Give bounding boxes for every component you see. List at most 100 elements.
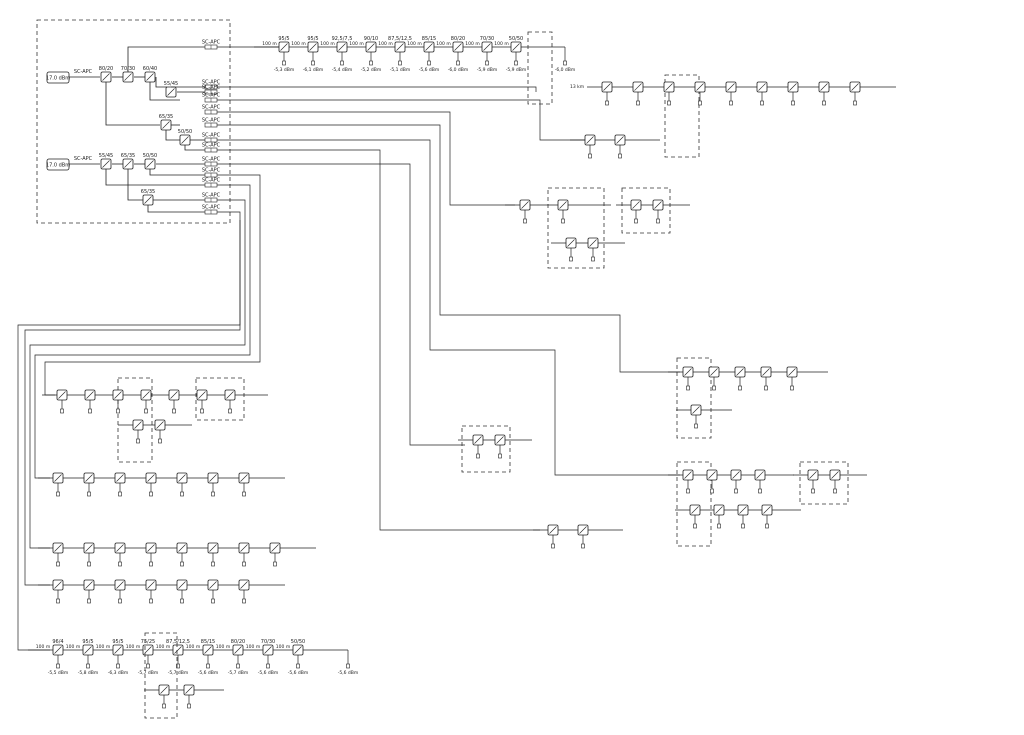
row-16-splitter-4 xyxy=(145,542,157,567)
branch-bottom-drop-5-power: -5,7 dBm xyxy=(168,670,189,676)
branch-top-splitter-5: 87,5/12,5 xyxy=(388,36,412,53)
branch-top-end-power: -6,0 dBm xyxy=(555,67,576,73)
branch-bottom-drop-7: -5,7 dBm xyxy=(228,655,248,676)
branch-bottom-length-8: 100 m xyxy=(246,644,260,650)
source-2: 17.0 dBm xyxy=(46,158,70,171)
branch-bottom-splitter-7-label: 80/20 xyxy=(231,639,245,645)
row-10-splitter-2 xyxy=(829,469,841,494)
branch-bottom-drop-3-power: -6,3 dBm xyxy=(108,670,129,676)
branch-top-splitter-4: 90/10 xyxy=(364,36,378,53)
dashed-groups xyxy=(117,31,849,719)
row-1-splitter-3 xyxy=(663,81,675,106)
branch-bottom-length-4: 100 m xyxy=(126,644,140,650)
branch-top-drop-9-power: -5,9 dBm xyxy=(506,67,527,73)
branch-top-drop-4: -5,2 dBm xyxy=(361,52,381,73)
row-3-splitter-1 xyxy=(519,199,531,224)
branch-bottom-length-1: 100 m xyxy=(36,644,50,650)
branch-top-length-8: 100 m xyxy=(465,41,479,47)
connector-2-label: SC-APC xyxy=(202,80,221,86)
branch-top-length-5: 100 m xyxy=(378,41,392,47)
connector-10-label: SC-APC xyxy=(202,168,221,174)
connector-12: SC-APC xyxy=(202,193,221,203)
branch-top-splitter-8: 70/30 xyxy=(480,36,494,53)
row-16-splitter-6 xyxy=(207,542,219,567)
branch-top-splitter-7: 80/20 xyxy=(451,36,465,53)
branch-bottom-drop-8-power: -5,6 dBm xyxy=(258,670,279,676)
branch-bottom-drop-8: -5,6 dBm xyxy=(258,655,279,676)
row-17-splitter-1 xyxy=(52,579,64,604)
row-11-splitter-4 xyxy=(761,504,773,529)
row-12-splitter-2 xyxy=(577,524,589,549)
branch-top-splitter-4-label: 90/10 xyxy=(364,36,378,42)
branch-bottom-splitter-7: 80/20 xyxy=(231,639,245,656)
branch-bottom-drop-4: -5,7 dBm xyxy=(138,655,159,676)
row-16-splitter-8 xyxy=(269,542,281,567)
source-2-connector: SC-APC xyxy=(74,156,93,162)
branch-top-drop-1-power: -5,3 dBm xyxy=(274,67,295,73)
row-17-splitter-7 xyxy=(238,579,250,604)
connector-8-label: SC-APC xyxy=(202,143,221,149)
row-13-splitter-2 xyxy=(84,389,96,414)
row-11-splitter-3 xyxy=(737,504,749,529)
connector-9: SC-APC xyxy=(202,157,221,167)
branch-top-splitter-1-label: 95/5 xyxy=(278,36,289,42)
connector-13: SC-APC xyxy=(202,205,221,215)
row-13-splitter-5 xyxy=(168,389,180,414)
row-16-splitter-2 xyxy=(83,542,95,567)
row-16-splitter-3 xyxy=(114,542,126,567)
branch-top-drop-8-power: -5,9 dBm xyxy=(477,67,498,73)
row-5-splitter-2 xyxy=(587,237,599,262)
row-9-splitter-3 xyxy=(730,469,742,494)
row-17-splitter-6 xyxy=(207,579,219,604)
branch-bottom-splitter-4: 75/25 xyxy=(141,639,155,656)
branch-bottom-length-5: 100 m xyxy=(156,644,170,650)
headend-splitter-4-label: 55/45 xyxy=(164,81,178,87)
branch-bottom-drop-9: -5,6 dBm xyxy=(288,655,309,676)
row-13-splitter-7 xyxy=(224,389,236,414)
branch-top-splitter-7-label: 80/20 xyxy=(451,36,465,42)
headend-splitter-8: 65/35 xyxy=(121,153,135,170)
row-1-splitter-8 xyxy=(818,81,830,106)
branch-bottom-splitter-2: 95/5 xyxy=(82,639,94,656)
branch-top-length-4: 100 m xyxy=(349,41,363,47)
branch-top-splitter-1: 95/5 xyxy=(278,36,290,53)
branch-bottom-splitter-6: 85/15 xyxy=(201,639,215,656)
headend-splitter-1-label: 80/20 xyxy=(99,66,113,72)
branch-bottom-drop-9-power: -5,6 dBm xyxy=(288,670,309,676)
branch-bottom-splitter-8: 70/30 xyxy=(261,639,275,656)
row-8-splitter-1 xyxy=(472,434,484,459)
headend-splitter-7-label: 55/45 xyxy=(99,153,113,159)
branch-top-splitter-9: 50/50 xyxy=(509,36,523,53)
row-17-splitter-5 xyxy=(176,579,188,604)
branch-bottom-drop-4-power: -5,7 dBm xyxy=(138,670,159,676)
branch-top-length-7: 100 m xyxy=(436,41,450,47)
row-1-splitter-2 xyxy=(632,81,644,106)
branch-bottom-length-2: 100 m xyxy=(66,644,80,650)
row-15-splitter-7 xyxy=(238,472,250,497)
row-4-splitter-1 xyxy=(630,199,642,224)
headend-splitter-7: 55/45 xyxy=(99,153,113,170)
connector-7: SC-APC xyxy=(202,133,221,143)
source-1-connector: SC-APC xyxy=(74,69,93,75)
connector-6-label: SC-APC xyxy=(202,118,221,124)
branch-bottom-splitter-4-label: 75/25 xyxy=(141,639,155,645)
branch-top-splitter-2: 95/5 xyxy=(307,36,319,53)
branch-top-length-3: 100 m xyxy=(320,41,334,47)
connector-7-label: SC-APC xyxy=(202,133,221,139)
headend-splitter-3-label: 60/40 xyxy=(143,66,157,72)
row-15-splitter-5 xyxy=(176,472,188,497)
branch-bottom-drop-1-power: -5,5 dBm xyxy=(48,670,69,676)
row-13-splitter-4 xyxy=(140,389,152,414)
connector-5-label: SC-APC xyxy=(202,105,221,111)
row-9-splitter-2 xyxy=(706,469,718,494)
connector-1-label: SC-APC xyxy=(202,40,221,46)
row-6-splitter-1 xyxy=(682,366,694,391)
row-13-splitter-1 xyxy=(56,389,68,414)
branch-bottom-drop-2: -5,8 dBm xyxy=(78,655,99,676)
row-1-splitter-5 xyxy=(725,81,737,106)
row-6-splitter-2 xyxy=(708,366,720,391)
branch-bottom-drop-2-power: -5,8 dBm xyxy=(78,670,99,676)
branch-top-splitter-2-label: 95/5 xyxy=(307,36,318,42)
